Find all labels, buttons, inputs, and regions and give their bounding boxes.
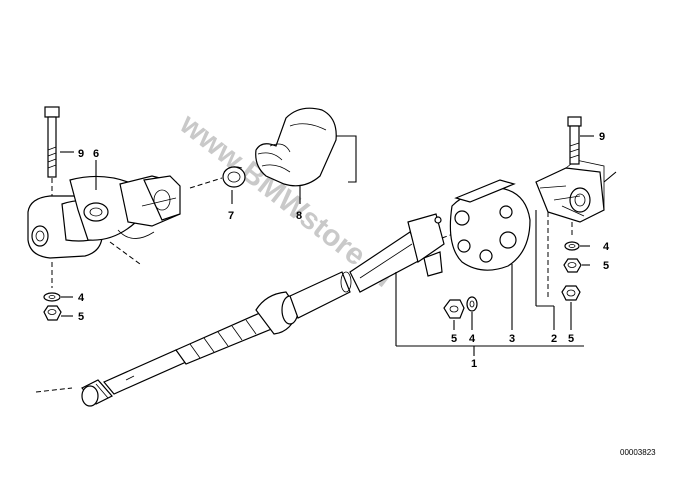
- callout-4-bottom-middle: 4: [469, 333, 476, 345]
- washer-lower-middle: [466, 296, 478, 312]
- callout-9-left: 9: [78, 148, 84, 160]
- flange-right: [535, 159, 605, 223]
- callout-8: 8: [296, 210, 302, 222]
- nut-right: [563, 258, 582, 273]
- callout-2: 2: [551, 333, 557, 345]
- steering-shaft: [81, 213, 445, 407]
- callout-5-right: 5: [603, 260, 609, 272]
- washer-right: [564, 241, 580, 251]
- callout-6: 6: [93, 148, 99, 160]
- nut-lower-middle: [443, 299, 465, 319]
- callout-4-right: 4: [603, 241, 610, 253]
- callout-7: 7: [228, 210, 234, 222]
- washer-left: [43, 292, 61, 302]
- callout-9-right: 9: [599, 131, 605, 143]
- callout-5-bottom-middle: 5: [451, 333, 457, 345]
- rubber-boot: [255, 107, 337, 187]
- flexible-disc-coupling: [449, 179, 531, 271]
- nut-7: [222, 166, 246, 188]
- nut-lower-right: [561, 285, 581, 301]
- callout-5-left: 5: [78, 311, 84, 323]
- bolt-left: [44, 106, 60, 200]
- nut-left: [43, 305, 62, 321]
- universal-joint-left: [27, 175, 181, 259]
- callout-3: 3: [509, 333, 515, 345]
- bolt-right: [567, 116, 582, 165]
- diagram-code: 00003823: [620, 448, 656, 457]
- callout-5-bottom-right: 5: [568, 333, 574, 345]
- callout-1: 1: [471, 358, 477, 370]
- callout-4-left: 4: [78, 292, 85, 304]
